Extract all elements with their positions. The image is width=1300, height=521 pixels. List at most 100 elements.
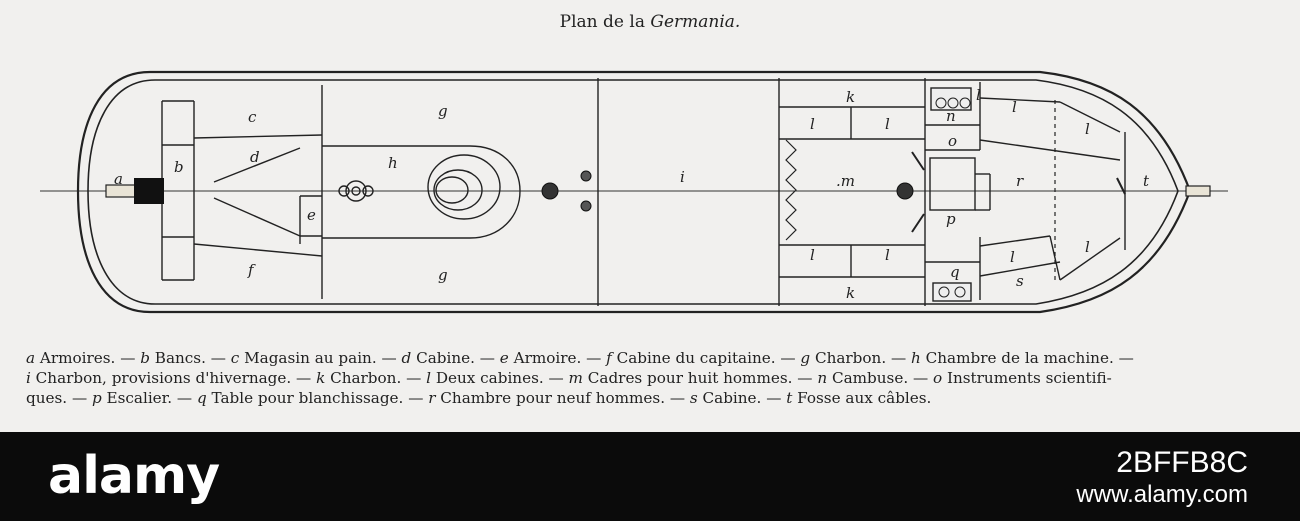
label-h: h <box>388 154 398 172</box>
title-ship-name: Germania. <box>650 12 741 32</box>
ship-plan-diagram: a b c d e f g g h i k k l l l l l l l l … <box>40 70 1228 314</box>
label-k-top: k <box>846 88 855 106</box>
legend-line-2: i Charbon, provisions d'hivernage. — k C… <box>26 368 1276 388</box>
legend-text-m: Cadres pour huit hommes. — <box>582 369 818 387</box>
legend-key-a: a <box>26 349 36 367</box>
legend-text-h: Chambre de la machine. — <box>920 349 1134 367</box>
label-b: b <box>174 158 184 176</box>
storage-n <box>930 87 972 111</box>
label-p: p <box>946 210 956 228</box>
legend-key-f: f <box>606 349 612 367</box>
legend-key-b: b <box>140 349 150 367</box>
bracket-bottom <box>911 213 925 233</box>
engine-wheel-left <box>345 180 367 202</box>
engine-machinery <box>338 154 501 220</box>
legend-key-i: i <box>26 369 31 387</box>
fore-mast <box>896 182 914 200</box>
legend-key-n: n <box>817 369 828 387</box>
legend-text-g: Charbon. — <box>810 349 912 367</box>
wall-s-end <box>1049 235 1061 281</box>
label-i: i <box>680 168 685 186</box>
legend-text-d: Cabine. — <box>411 349 500 367</box>
legend-key-t: t <box>786 389 793 407</box>
legend-text-p: Escalier. — <box>101 389 197 407</box>
pillar-bottom <box>580 200 592 212</box>
wall-fwd-l-lower <box>1059 237 1121 281</box>
storage-n-vessel-3 <box>959 97 971 109</box>
legend-key-h: h <box>911 349 921 367</box>
wall-s-top <box>979 261 1061 277</box>
boiler-inner <box>435 176 469 204</box>
legend-key-c: c <box>230 349 240 367</box>
watermark-brand-logo: alamy <box>48 446 220 506</box>
legend-text-i: Charbon, provisions d'hivernage. — <box>30 369 317 387</box>
storage-n-vessel-1 <box>935 97 947 109</box>
label-l-2: l <box>885 115 890 133</box>
watermark-footer <box>0 432 1300 521</box>
label-l-3: l <box>810 246 815 264</box>
main-mast <box>541 182 559 200</box>
engine-room-wall <box>322 145 521 239</box>
legend-text-a: Armoires. — <box>35 349 141 367</box>
label-a: a <box>114 170 123 188</box>
hull-inner <box>87 79 1179 305</box>
plan-title: Plan de la Germania. <box>0 12 1300 32</box>
laundry-tub-1 <box>938 286 950 298</box>
legend-key-p: p <box>91 389 102 407</box>
legend-text-c: Magasin au pain. — <box>239 349 402 367</box>
label-f: f <box>247 261 256 279</box>
label-t: t <box>1143 172 1150 190</box>
legend-text-k: Charbon. — <box>325 369 427 387</box>
boiler-outer <box>427 154 501 220</box>
room-labels: a b c d e f g g h i k k l l l l l l l l … <box>114 86 1150 302</box>
legend-key-k: k <box>316 369 326 387</box>
bow-fixture <box>1185 185 1211 197</box>
label-l-1: l <box>810 115 815 133</box>
legend-text-f: Cabine du capitaine. — <box>611 349 801 367</box>
label-l-7: l <box>1085 120 1090 138</box>
hull-outer <box>76 70 1192 314</box>
legend-key-o: o <box>933 369 943 387</box>
legend-text-t: Fosse aux câbles. <box>792 389 932 407</box>
storage-n-vessel-2 <box>947 97 959 109</box>
pillar-top <box>580 170 592 182</box>
engine-hub <box>351 186 361 196</box>
legend-text-q: Table pour blanchissage. — <box>206 389 429 407</box>
engine-bearing-left <box>338 185 350 197</box>
label-d: d <box>250 148 260 166</box>
label-l-8: l <box>1010 248 1015 266</box>
legend-key-r: r <box>428 389 436 407</box>
wall-e-f <box>193 243 323 257</box>
label-r: r <box>1016 172 1024 190</box>
legend-key-m: m <box>568 369 583 387</box>
wall-fwd-l-upper <box>1059 101 1121 133</box>
label-q: q <box>950 263 960 281</box>
legend-key-q: q <box>196 389 207 407</box>
engine-bearing-right <box>362 185 374 197</box>
watermark-meta: 2BFFB8C www.alamy.com <box>1076 446 1248 510</box>
label-e: e <box>307 206 316 224</box>
legend-text-r: Chambre pour neuf hommes. — <box>435 389 690 407</box>
legend-text-l: Deux cabines. — <box>431 369 569 387</box>
legend: a Armoires. — b Bancs. — c Magasin au pa… <box>26 348 1276 408</box>
rudder-post-block <box>134 178 164 204</box>
image-id: 2BFFB8C <box>1116 446 1248 479</box>
legend-key-d: d <box>401 349 412 367</box>
wall-d-diagonal-top <box>213 147 301 183</box>
legend-text-o: Instruments scientifi- <box>942 369 1112 387</box>
wall-c-d <box>193 134 323 139</box>
watermark-url: www.alamy.com <box>1076 481 1248 508</box>
bracket-top <box>911 151 925 171</box>
wall-fwd-l-top <box>979 97 1061 103</box>
label-o: o <box>948 132 957 150</box>
stairs-p <box>929 157 976 211</box>
title-prefix: Plan de la <box>559 12 645 32</box>
label-s: s <box>1016 272 1024 290</box>
label-m: .m <box>836 172 855 190</box>
legend-text-n: Cambuse. — <box>827 369 933 387</box>
wall-fwd-l-bottom <box>979 235 1051 247</box>
legend-line-3: ques. — p Escalier. — q Table pour blanc… <box>26 388 1276 408</box>
legend-text-s: Cabine. — <box>697 389 787 407</box>
label-g-bottom: g <box>438 266 448 284</box>
